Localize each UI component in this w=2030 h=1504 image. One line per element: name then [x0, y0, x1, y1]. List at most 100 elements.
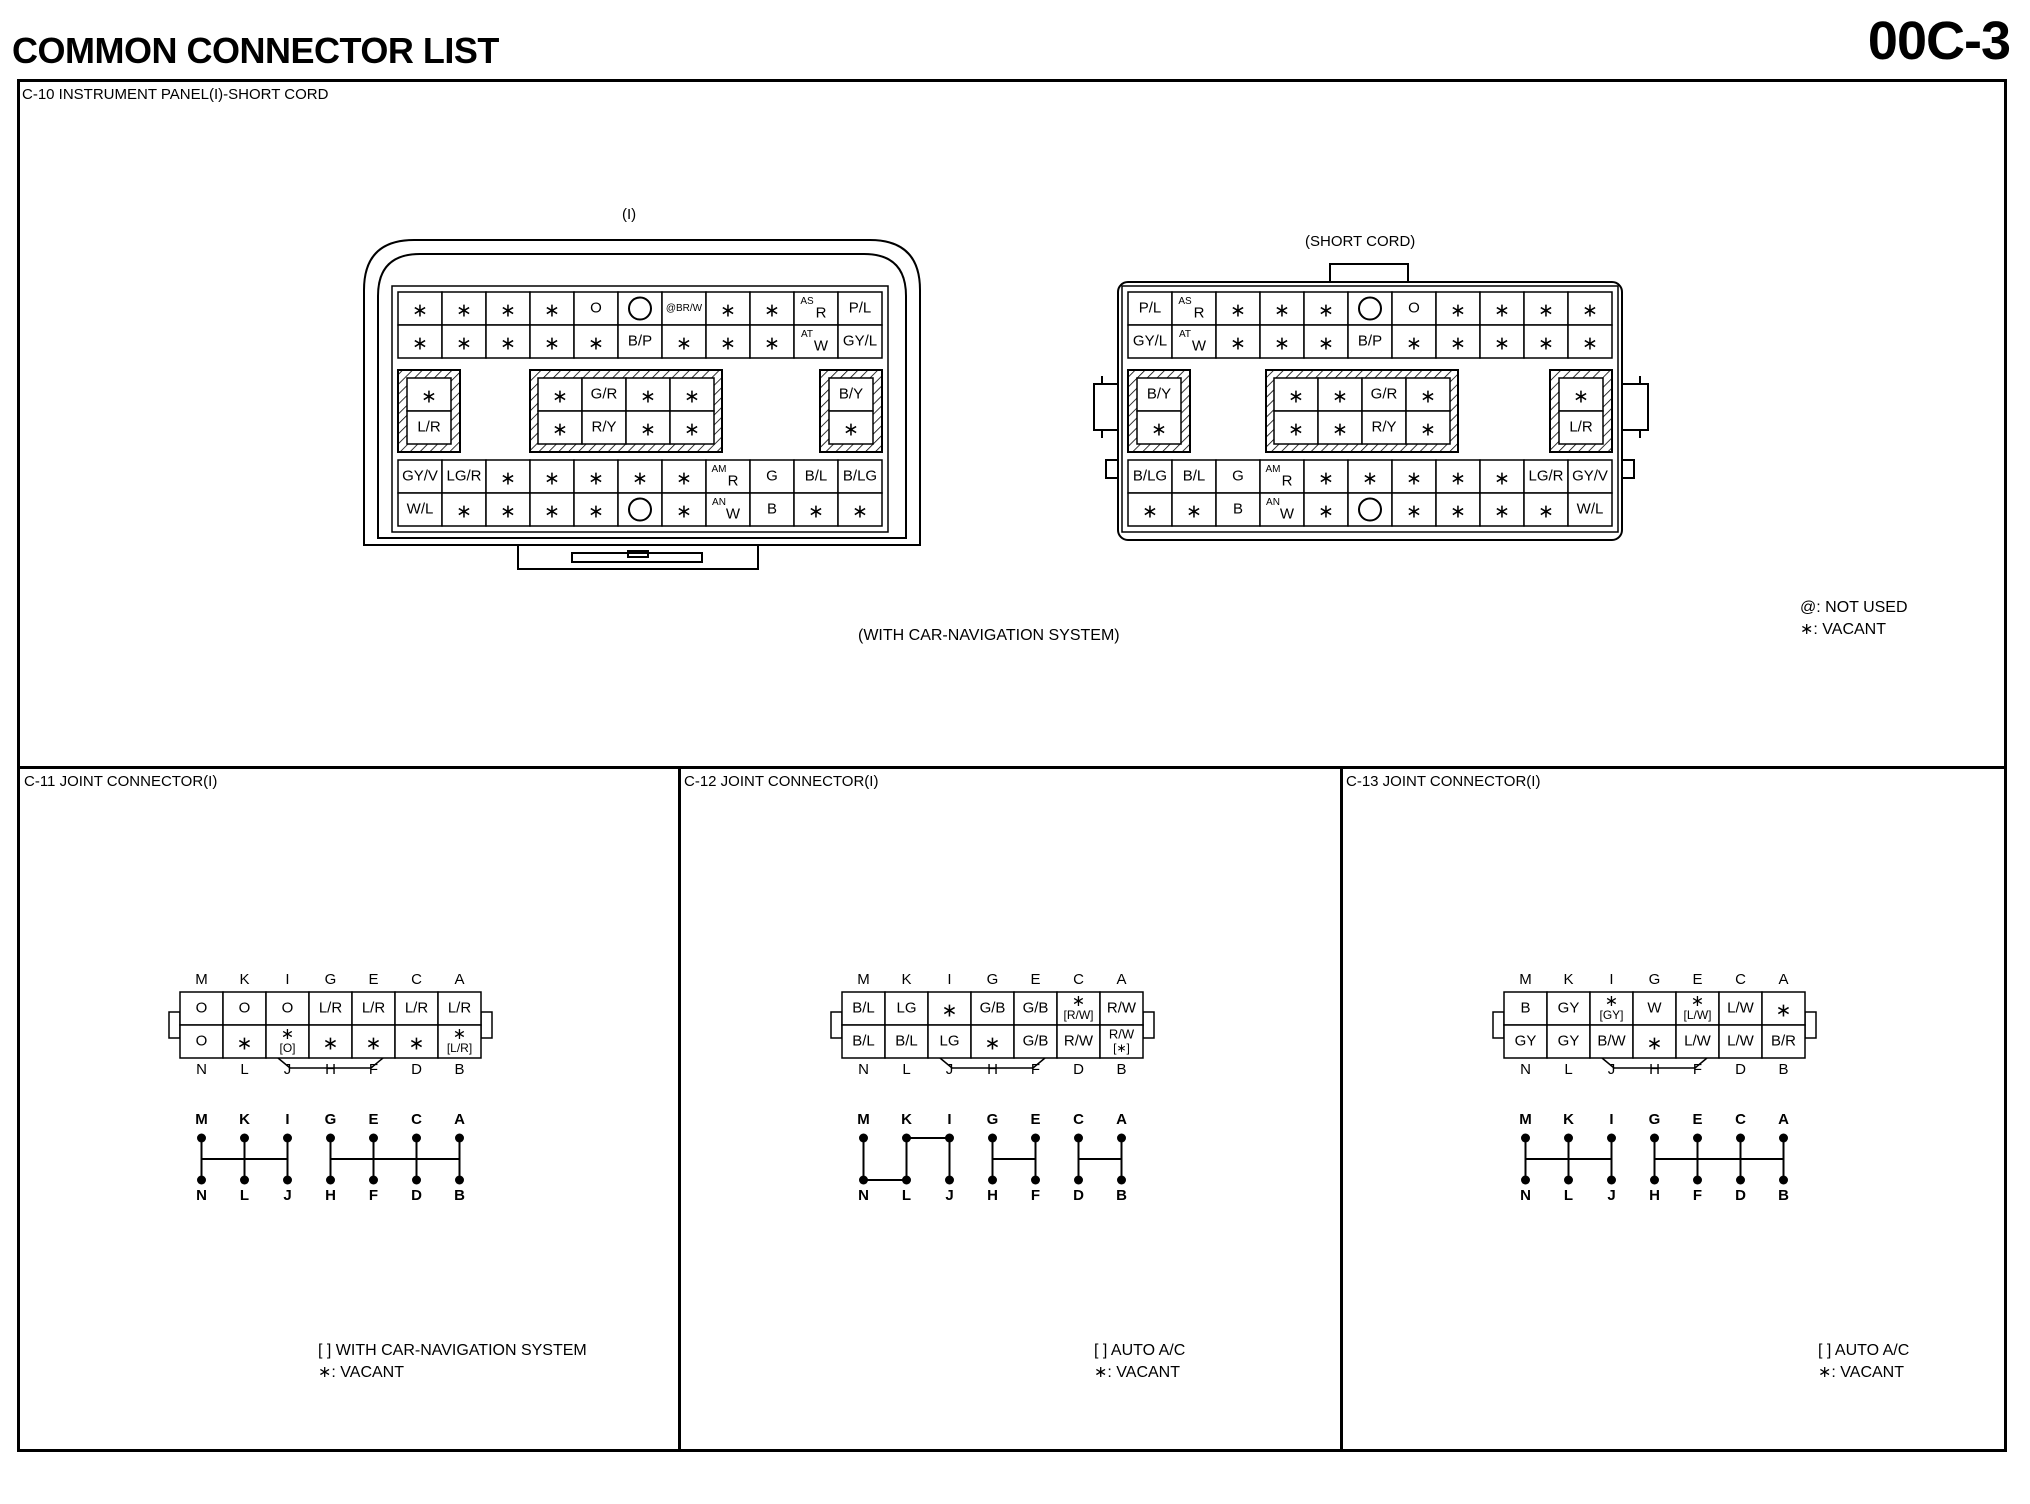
c10-left-top-cell-0-10: [837, 291, 883, 326]
c13-label-1-0: GY: [1515, 1032, 1537, 1049]
c10-left-mid-right-cell-1-0: [828, 410, 874, 445]
c10-left-mid-center-label-1-0: ∗: [552, 420, 568, 441]
c11-sch-bottom-H: H: [325, 1187, 336, 1204]
c11-label-1-0: O: [196, 1032, 208, 1049]
c11-cell-0-0: [179, 991, 224, 1026]
c13-sch-bottom-H: H: [1649, 1187, 1660, 1204]
c10-left-top-label-1-0: ∗: [412, 334, 428, 355]
c10-right-top-cell-0-8: [1479, 291, 1525, 326]
c13-dot-top-0: [1521, 1133, 1530, 1143]
section-divider-2: [1340, 766, 1343, 1452]
c10-left-top-label-0-7: ∗: [720, 301, 736, 322]
c10-right-bottom-label-1-5-circle: [1358, 497, 1382, 522]
c12-dot-bottom-2: [945, 1175, 954, 1185]
c10-left-top-label-0-9-sup: AS: [800, 296, 814, 307]
c13-sch-bottom-D: D: [1735, 1187, 1746, 1204]
c10-left-bottom-label-0-6: ∗: [676, 469, 692, 490]
c12-alt-1-6: [∗]: [1113, 1041, 1130, 1055]
c13-dot-top-5: [1736, 1133, 1745, 1143]
c12-sch-top-E: E: [1030, 1111, 1040, 1128]
c11-cell-1-4: [351, 1024, 396, 1059]
c13-label-0-2: ∗: [1605, 993, 1618, 1010]
c12-tab-left: [830, 1011, 843, 1039]
c12-cell-0-3: [970, 991, 1015, 1026]
c11-alt-1-2: [O]: [279, 1041, 295, 1055]
c13-label-0-3: W: [1647, 999, 1662, 1016]
c11-dot-top-4: [369, 1133, 378, 1143]
c13-notch: [1601, 1057, 1708, 1069]
c10-left-mid-center-cell-1-2: [625, 410, 671, 445]
c10-left-bottom-cell-0-0: [397, 459, 443, 494]
c10-left-bottom-label-1-8: B: [767, 500, 777, 517]
c12-pin-top-C: C: [1073, 971, 1084, 988]
c10-right-bottom-cell-1-7: [1435, 492, 1481, 527]
c10-right-bottom-label-0-5: ∗: [1362, 469, 1378, 490]
c13-dot-top-4: [1693, 1133, 1702, 1143]
c13-sch-bottom-B: B: [1778, 1187, 1789, 1204]
c10-left-top-cell-1-7: [705, 324, 751, 359]
c10-right-bottom-cell-0-10: [1567, 459, 1613, 494]
c10-right-mid-left-cell-1-0: [1136, 410, 1182, 445]
c10-left-bottom-label-0-9: B/L: [805, 467, 828, 484]
c12-pin-top-E: E: [1030, 971, 1040, 988]
c10-right-top-cell-1-9: [1523, 324, 1569, 359]
c10-right-mid-center-cell-1-2: [1361, 410, 1407, 445]
c11-pin-top-K: K: [239, 971, 249, 988]
c11-sch-top-I: I: [285, 1111, 289, 1128]
c11-label-1-3: ∗: [323, 1034, 339, 1055]
c10-right-top-label-1-4: ∗: [1318, 334, 1334, 355]
c13-label-1-5: L/W: [1727, 1032, 1755, 1049]
c12-alt-0-5: [R/W]: [1064, 1008, 1094, 1022]
c10-left-bottom-cell-0-7: [705, 459, 751, 494]
c12-label-1-6: R/W: [1109, 1026, 1135, 1041]
c12-sch-top-I: I: [947, 1111, 951, 1128]
c11-tab-right: [480, 1011, 493, 1039]
c12-label-0-3: G/B: [980, 999, 1006, 1016]
c10-right-top-label-0-8: ∗: [1494, 301, 1510, 322]
c11-sch-top-K: K: [239, 1111, 250, 1128]
c10-left-top-label-1-7: ∗: [720, 334, 736, 355]
c11-sch-top-G: G: [325, 1111, 337, 1128]
c10-right-top-cell-0-10: [1567, 291, 1613, 326]
c12-label-1-0: B/L: [852, 1032, 875, 1049]
c10-left-bottom-cell-1-6: [661, 492, 707, 527]
c12-dot-bottom-5: [1074, 1175, 1083, 1185]
c10-right-top-cell-1-10: [1567, 324, 1613, 359]
c10-left-bottom-cell-1-9: [793, 492, 839, 527]
c10-right-top-label-1-8: ∗: [1494, 334, 1510, 355]
c10-right-bottom-label-1-0: ∗: [1142, 502, 1158, 523]
c12-cell-0-2: [927, 991, 972, 1026]
c13-dot-bottom-5: [1736, 1175, 1745, 1185]
c10-right-bottom-label-1-7: ∗: [1450, 502, 1466, 523]
c10-right-bottom-cell-0-1: [1171, 459, 1217, 494]
c11-notch: [277, 1057, 384, 1069]
c10-right-top-label-0-6: O: [1408, 299, 1420, 316]
c10-right-bottom-label-1-3-sup: AN: [1266, 497, 1280, 508]
c11-pin-top-A: A: [454, 971, 464, 988]
c11-pin-bottom-H: H: [325, 1061, 336, 1078]
c12-pin-bottom-J: J: [946, 1061, 954, 1078]
c10-right-top-label-1-9: ∗: [1538, 334, 1554, 355]
c13-pin-top-C: C: [1735, 971, 1746, 988]
c10-left-top-label-1-10: GY/L: [843, 332, 877, 349]
c11-sch-bottom-F: F: [369, 1187, 378, 1204]
c12-dot-bottom-6: [1117, 1175, 1126, 1185]
diagram-frame: [17, 79, 2007, 1452]
c10-right-top-label-0-1-sup: AS: [1178, 296, 1192, 307]
c10-right-bottom-label-0-8: ∗: [1494, 469, 1510, 490]
c10-right-mid-center-label-0-2: G/R: [1371, 385, 1398, 402]
c10-right-top-cell-1-2: [1215, 324, 1261, 359]
c11-label-0-3: L/R: [319, 999, 343, 1016]
c10-left-mid-left-label-0-0: ∗: [421, 387, 437, 408]
c10-left-mid-center-label-0-2: ∗: [640, 387, 656, 408]
c13-title: C-13 JOINT CONNECTOR(I): [1346, 773, 1541, 790]
c10-left-bottom-label-1-4: ∗: [588, 502, 604, 523]
c12-pin-top-G: G: [987, 971, 999, 988]
c10-left-top-cell-0-7: [705, 291, 751, 326]
c12-sch-bottom-H: H: [987, 1187, 998, 1204]
c12-sch-bottom-D: D: [1073, 1187, 1084, 1204]
c13-sch-bottom-F: F: [1693, 1187, 1702, 1204]
c11-title: C-11 JOINT CONNECTOR(I): [24, 773, 218, 790]
c10-right-mid-center-label-1-3: ∗: [1420, 420, 1436, 441]
c10-left-mid-left-label-1-0: L/R: [417, 418, 441, 435]
